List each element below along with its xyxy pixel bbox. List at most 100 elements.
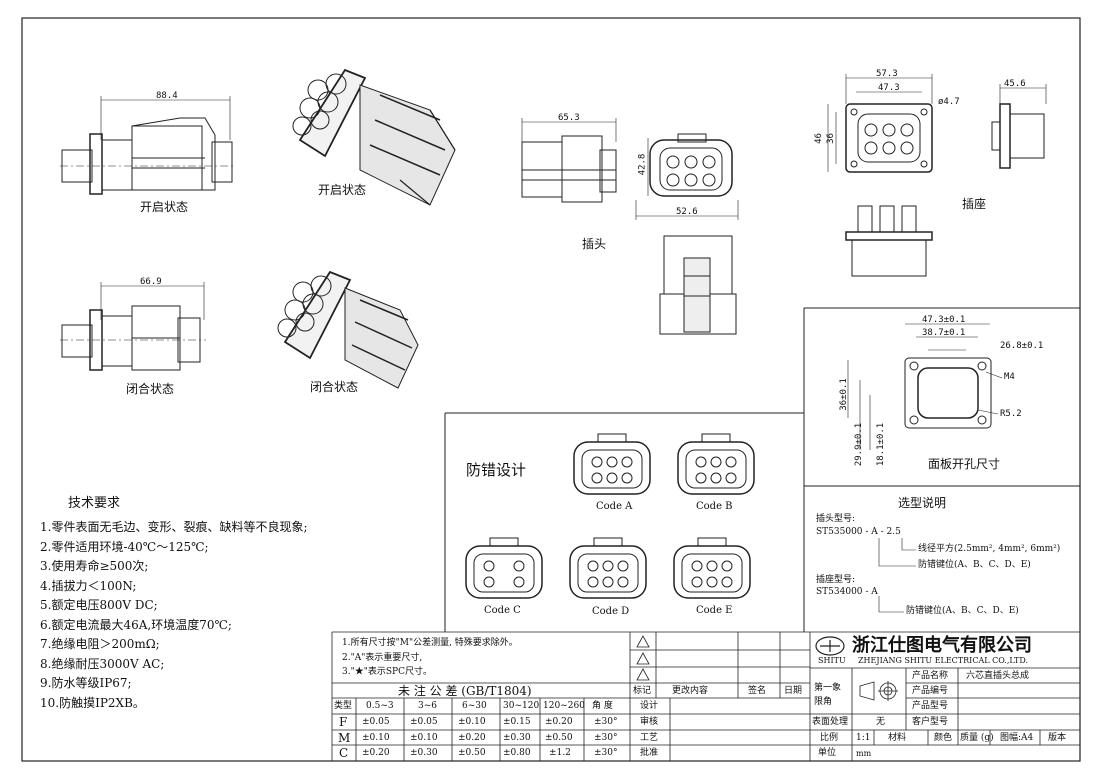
plug-model: ST535000 - A - 2.5: [816, 527, 901, 537]
tol-header-col: 6~30: [462, 701, 487, 711]
scale-value: 1:1: [856, 733, 871, 743]
tol-cell: ±0.10: [410, 733, 438, 743]
surface-value: 无: [876, 717, 886, 727]
open-state-iso-view: [292, 68, 456, 206]
mass-label: 质量 (g): [960, 733, 994, 743]
requirements-list: 1.零件表面无毛边、变形、裂痕、缺料等不良现象; 2.零件适用环境-40℃～12…: [40, 518, 308, 713]
panel-cutout-label: 面板开孔尺寸: [928, 457, 1001, 471]
tol-row-grade: F: [339, 715, 348, 729]
requirement-item: 10.防触摸IP2XB。: [40, 695, 145, 710]
requirement-item: 9.防水等级IP67;: [40, 676, 132, 690]
socket-side-view: [991, 84, 1047, 169]
dim-panel-h2: 29.9±0.1: [854, 422, 865, 467]
plug-front-view: [635, 133, 739, 220]
requirement-item: 2.零件适用环境-40℃～125℃;: [40, 539, 209, 554]
requirement-item: 3.使用寿命≥500次;: [40, 559, 149, 573]
dim-plug-height: 42.8: [637, 153, 648, 176]
socket-key-note: 防错键位(A、B、C、D、E): [906, 606, 1019, 616]
surface-label: 表面处理: [812, 717, 849, 727]
product-name-label: 产品名称: [912, 671, 949, 681]
tol-cell: ±0.05: [362, 717, 390, 727]
tol-cell: ±0.20: [362, 748, 390, 758]
requirement-item: 5.额定电压800V DC;: [40, 598, 158, 612]
tol-header-col: 120~260: [543, 701, 585, 711]
company-name-cn: 浙江仕图电气有限公司: [852, 635, 1032, 656]
tol-header-type: 类型: [334, 701, 353, 711]
tol-cell: ±30°: [594, 733, 618, 743]
dim-panel-w2: 38.7±0.1: [922, 328, 966, 338]
projection-label: 第一象限角: [814, 683, 842, 707]
socket-label: 插座: [962, 197, 987, 211]
tol-header-col: 30~120: [503, 701, 540, 711]
requirement-item: 1.零件表面无毛边、变形、裂痕、缺料等不良现象;: [40, 520, 308, 534]
tol-cell: ±0.15: [503, 717, 531, 727]
product-no-label: 产品编号: [912, 686, 949, 696]
wire-size-note: 线径平方(2.5mm², 4mm², 6mm²): [918, 544, 1061, 554]
tol-header-col: 3~6: [418, 701, 437, 711]
tol-cell: ±0.20: [545, 717, 573, 727]
dim-panel-w3: 26.8±0.1: [1000, 341, 1044, 351]
plug-label: 插头: [582, 237, 607, 251]
dim-socket-width-outer: 57.3: [876, 69, 898, 79]
dim-plug-length: 65.3: [558, 113, 580, 123]
closed-state-side-view: [60, 282, 206, 371]
dim-panel-h1: 36±0.1: [838, 378, 849, 411]
rev-header-content: 更改内容: [672, 686, 709, 696]
code-c-view: [465, 537, 543, 599]
tol-cell: ±0.10: [362, 733, 390, 743]
open-state-label: 开启状态: [140, 200, 189, 214]
tol-cell: ±0.30: [503, 733, 531, 743]
requirement-item: 8.绝缘耐压3000V AC;: [40, 656, 165, 671]
role-approve: 批准: [640, 748, 659, 758]
dim-panel-m4: M4: [1004, 372, 1015, 382]
requirement-item: 4.插拔力＜100N;: [40, 578, 137, 593]
tol-cell: ±0.50: [545, 733, 573, 743]
tol-cell: ±0.10: [458, 717, 486, 727]
socket-top-view: [845, 205, 933, 277]
plug-top-view: [659, 235, 737, 335]
code-a-view: [573, 433, 651, 495]
dim-socket-height-outer: 46: [813, 133, 824, 144]
role-process: 工艺: [640, 733, 659, 743]
role-review: 审核: [640, 717, 659, 727]
selection-title: 选型说明: [898, 496, 947, 510]
closed-state-iso-view: [277, 270, 419, 389]
scale-label: 比例: [820, 733, 839, 743]
unit-value: mm: [856, 749, 872, 758]
requirement-item: 6.额定电流最大46A,环境温度70℃;: [40, 617, 232, 632]
requirements-title: 技术要求: [68, 496, 121, 511]
code-c-label: Code C: [484, 605, 521, 616]
requirement-item: 7.绝缘电阻＞200mΩ;: [40, 637, 160, 651]
antimismatch-frame: [444, 412, 805, 632]
code-e-view: [673, 537, 751, 599]
code-b-view: [677, 433, 755, 495]
material-label: 材料: [888, 733, 907, 743]
tol-cell: ±30°: [594, 748, 618, 758]
company-logo: [815, 636, 845, 656]
tol-cell: ±1.2: [549, 748, 571, 758]
product-model-label: 产品型号: [912, 701, 949, 711]
note-2: 2."A"表示重要尺寸,: [342, 653, 423, 663]
key-position-note: 防错键位(A、B、C、D、E): [918, 560, 1031, 570]
rev-header-sign: 签名: [748, 686, 767, 696]
code-b-label: Code B: [696, 501, 733, 512]
closed-state-label: 闭合状态: [126, 382, 175, 396]
color-label: 颜色: [934, 733, 953, 743]
socket-model-label: 插座型号:: [816, 575, 856, 585]
dim-open-length: 88.4: [156, 91, 178, 101]
panel-cutout-view: [847, 323, 1003, 450]
tol-cell: ±0.05: [410, 717, 438, 727]
dim-panel-w1: 47.3±0.1: [922, 315, 966, 325]
open-state-side-view: [60, 96, 236, 195]
product-name: 六芯直插头总成: [966, 671, 1030, 681]
code-e-label: Code E: [696, 605, 733, 616]
tol-header-col: 0.5~3: [366, 701, 394, 711]
company-logo-text: SHITU: [818, 656, 846, 665]
tol-cell: ±0.50: [458, 748, 486, 758]
code-d-view: [569, 537, 647, 599]
dim-panel-radius: R5.2: [1000, 409, 1022, 419]
tol-cell: ±30°: [594, 717, 618, 727]
tol-cell: ±0.80: [503, 748, 531, 758]
rev-header-mark: 标记: [633, 686, 652, 696]
